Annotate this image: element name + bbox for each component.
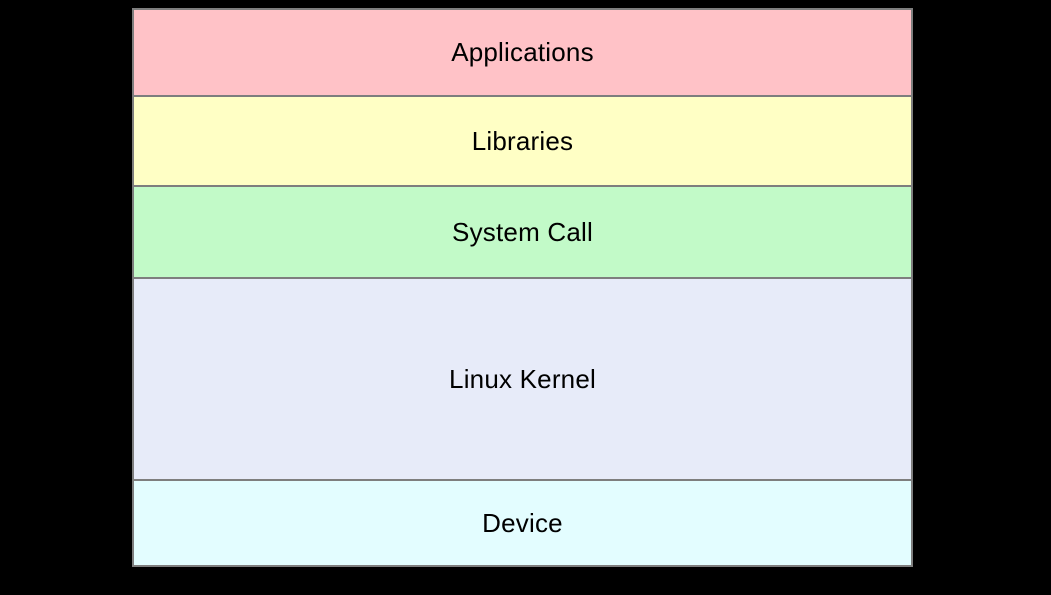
layer-applications: Applications: [134, 10, 911, 95]
layer-system-call: System Call: [134, 187, 911, 277]
layer-libraries: Libraries: [134, 97, 911, 185]
layer-device: Device: [134, 481, 911, 565]
layer-linux-kernel: Linux Kernel: [134, 279, 911, 479]
layer-libraries-label: Libraries: [471, 125, 574, 156]
linux-architecture-diagram: Applications Libraries System Call Linux…: [132, 8, 913, 567]
layer-linux-kernel-label: Linux Kernel: [449, 363, 596, 394]
layer-system-call-label: System Call: [452, 216, 593, 247]
layer-device-label: Device: [482, 507, 563, 538]
layer-applications-label: Applications: [451, 37, 594, 67]
